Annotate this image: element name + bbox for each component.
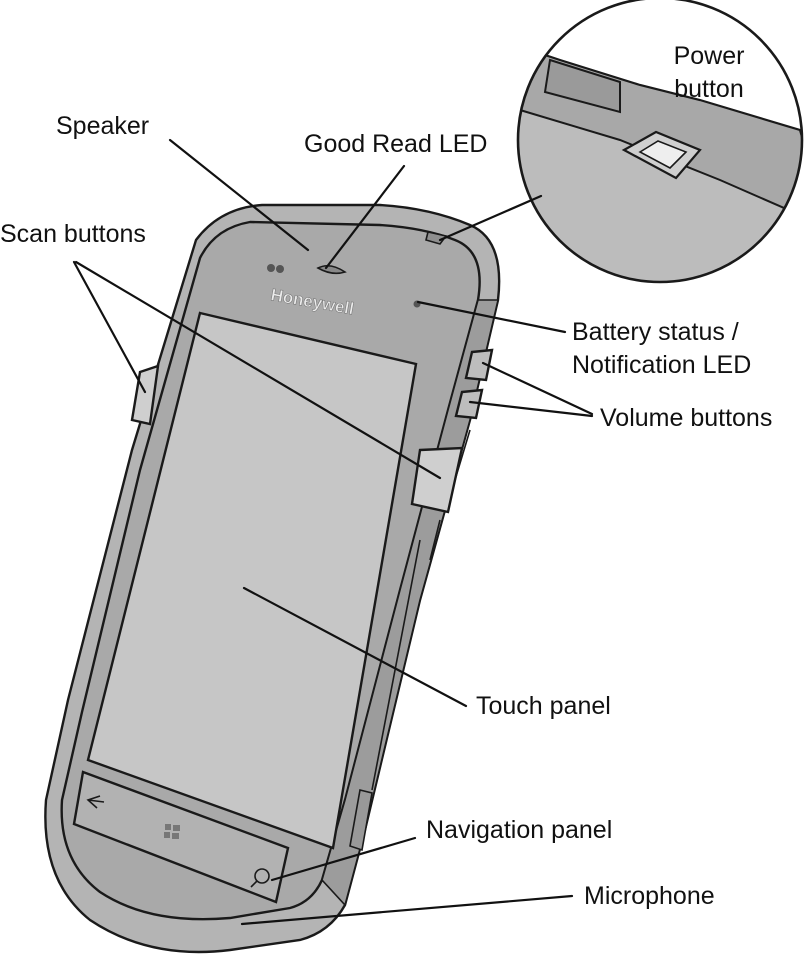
speaker-label: Speaker — [56, 112, 150, 140]
volume-buttons-label: Volume buttons — [600, 404, 773, 432]
touch-panel — [86, 311, 418, 850]
power-button-label: Power button — [648, 40, 770, 106]
search-icon — [250, 868, 270, 888]
leader-scan-left — [72, 260, 147, 394]
volume-down-button — [454, 388, 484, 420]
volume-up-button — [464, 348, 494, 382]
windows-logo-icon — [164, 824, 180, 839]
leader-volume-up — [481, 361, 594, 416]
leader-microphone — [240, 894, 574, 926]
leader-good-read — [324, 164, 406, 270]
speaker-holes — [267, 264, 284, 273]
leader-touch — [242, 586, 468, 708]
battery-status-label: Battery status / Notification LED — [572, 316, 751, 382]
leader-lines — [72, 138, 594, 926]
good-read-led-label: Good Read LED — [304, 130, 488, 158]
back-arrow-icon — [86, 795, 105, 809]
power-button-zoom — [516, 0, 804, 284]
leader-speaker — [168, 138, 310, 252]
navigation-panel-label: Navigation panel — [426, 816, 613, 844]
power-button-label-line2: button — [674, 75, 744, 103]
right-scan-button — [410, 446, 464, 514]
left-scan-button — [130, 364, 160, 426]
scan-buttons-label: Scan buttons — [0, 220, 146, 248]
leader-battery — [416, 300, 567, 334]
leader-power — [438, 194, 543, 242]
battery-status-label-line2: Notification LED — [572, 351, 752, 379]
leader-scan-right — [74, 260, 442, 480]
power-button-label-line1: Power — [673, 42, 745, 70]
device-top-power-area — [425, 231, 448, 245]
touch-panel-label: Touch panel — [476, 692, 611, 720]
navigation-panel — [72, 770, 290, 904]
microphone-label: Microphone — [584, 882, 715, 910]
leader-volume-down — [468, 400, 594, 418]
leader-navigation — [270, 836, 417, 882]
battery-status-label-line1: Battery status / — [572, 318, 739, 346]
receiver-grille — [316, 264, 347, 275]
